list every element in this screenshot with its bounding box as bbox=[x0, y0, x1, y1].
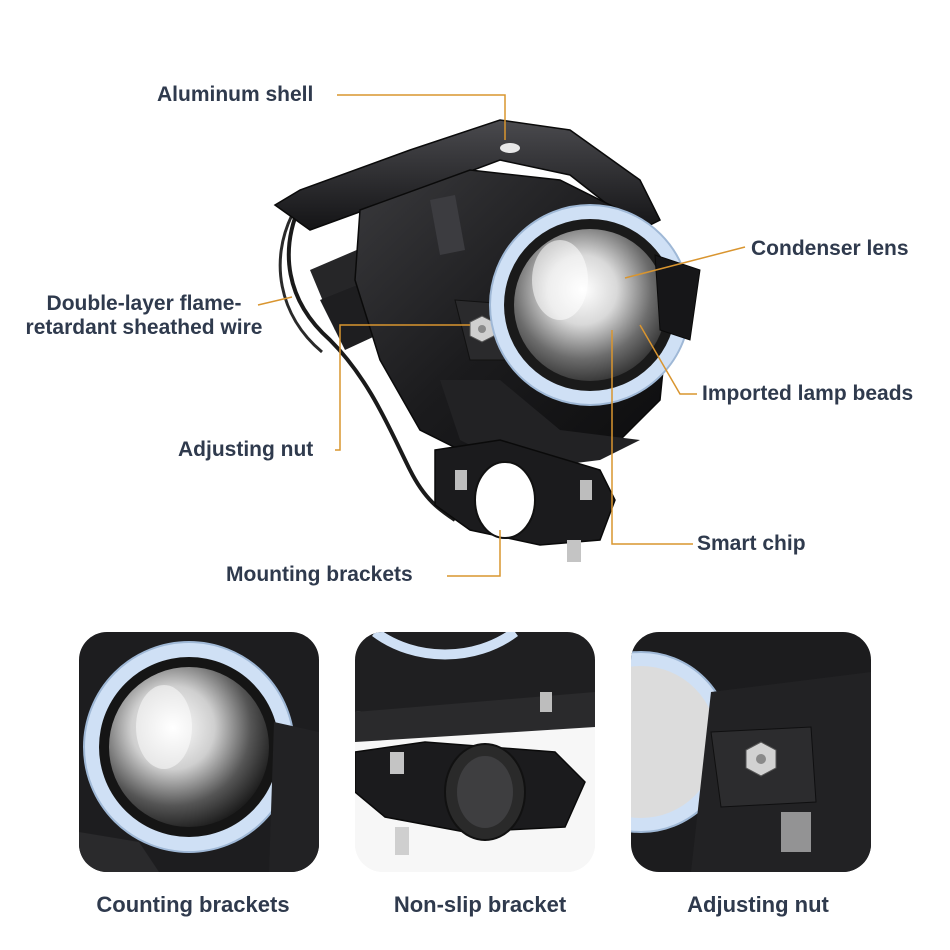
label-sheathed-wire-line1: Double-layer flame- bbox=[46, 292, 242, 315]
label-smart-chip: Smart chip bbox=[697, 532, 806, 555]
detail-card-adjusting-nut bbox=[631, 632, 871, 872]
label-sheathed-wire: Double-layer flame- retardant sheathed w… bbox=[8, 292, 280, 340]
leader-imported-beads bbox=[639, 324, 697, 395]
leader-mounting-brackets bbox=[447, 530, 501, 577]
leader-wire bbox=[257, 296, 293, 306]
label-imported-lamp-beads: Imported lamp beads bbox=[702, 382, 914, 405]
label-adjusting-nut: Adjusting nut bbox=[178, 438, 314, 461]
leader-smart-chip bbox=[611, 330, 693, 545]
label-condenser-lens: Condenser lens bbox=[751, 237, 909, 260]
leader-aluminum-shell bbox=[337, 94, 506, 140]
label-sheathed-wire-line2: retardant sheathed wire bbox=[25, 316, 263, 339]
detail-card-counting-brackets bbox=[79, 632, 319, 872]
label-aluminum-shell: Aluminum shell bbox=[157, 83, 314, 106]
label-mounting-brackets: Mounting brackets bbox=[226, 563, 413, 586]
detail-card-non-slip-bracket bbox=[355, 632, 595, 872]
caption-counting-brackets: Counting brackets bbox=[96, 892, 290, 917]
leader-condenser-lens bbox=[624, 246, 746, 279]
leader-lines bbox=[257, 94, 746, 577]
leader-adjusting-nut bbox=[335, 324, 470, 451]
caption-adjusting-nut: Adjusting nut bbox=[687, 892, 829, 917]
caption-non-slip-bracket: Non-slip bracket bbox=[393, 892, 567, 917]
headlight-illustration bbox=[273, 119, 701, 562]
sheathed-wire bbox=[286, 204, 457, 522]
